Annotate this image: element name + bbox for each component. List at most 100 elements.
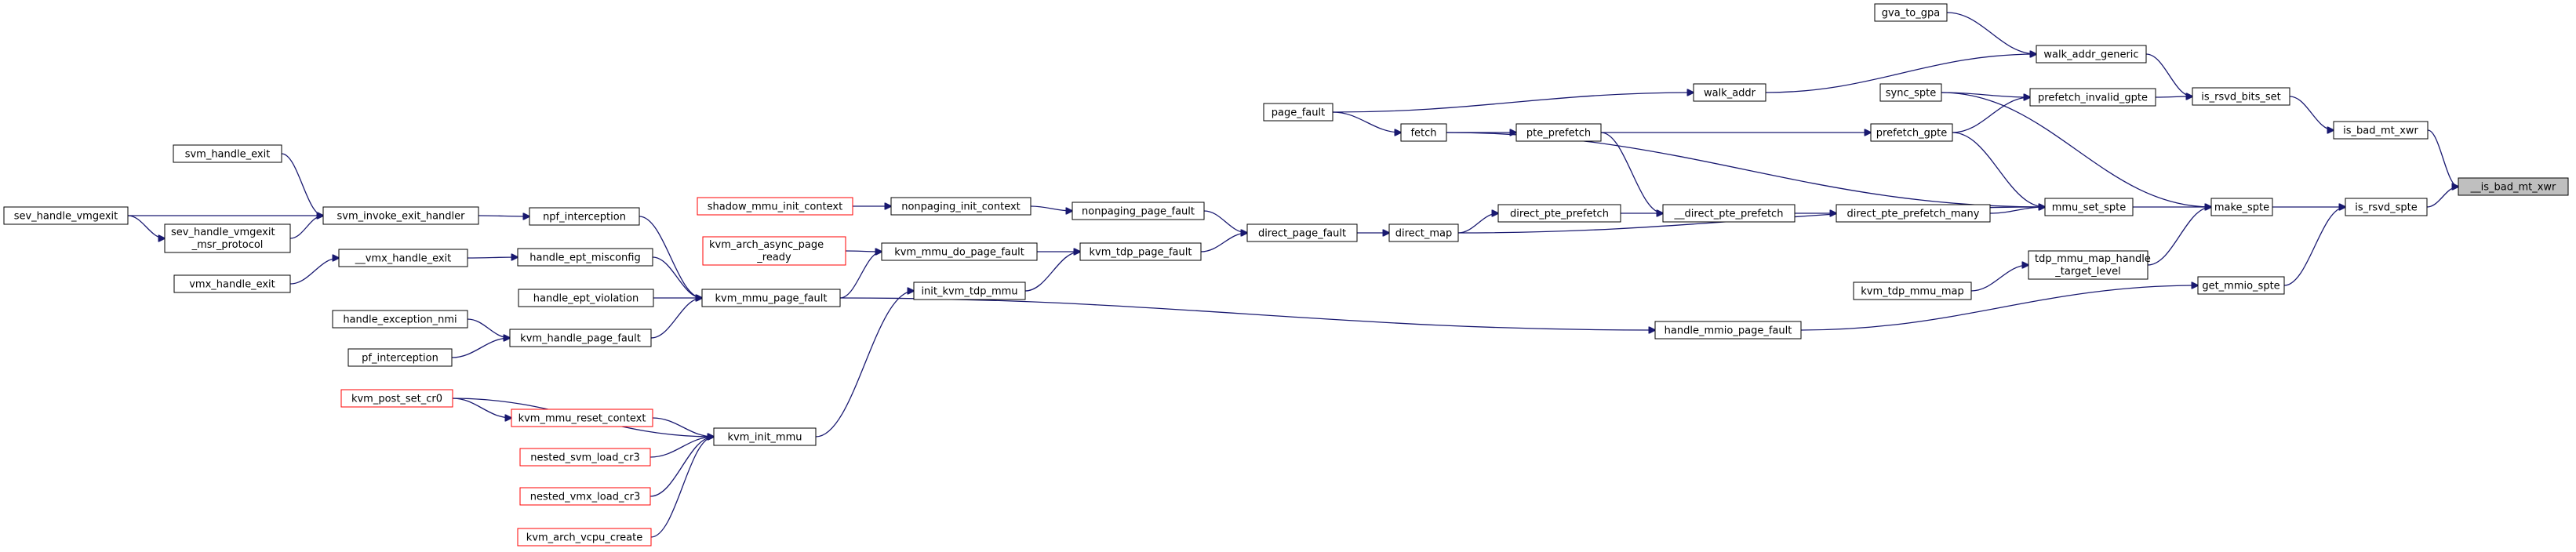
node-box — [713, 427, 817, 446]
node-kvm-post-set-cr0[interactable]: kvm_post_set_cr0 — [340, 389, 453, 408]
node-handle-ept-misconfig[interactable]: handle_ept_misconfig — [517, 248, 653, 267]
node-sev-handle-vmgexit-msr-protocol[interactable]: sev_handle_vmgexit_msr_protocol — [164, 223, 291, 253]
node-nonpaging-page-fault[interactable]: nonpaging_page_fault — [1072, 202, 1205, 220]
node-nested-vmx-load-cr3[interactable]: nested_vmx_load_cr3 — [519, 487, 651, 506]
edge-prefetch-gpte-to-mmu-set-spte — [1952, 132, 2045, 207]
node-kvm-tdp-mmu-map[interactable]: kvm_tdp_mmu_map — [1853, 281, 1972, 300]
node-label: __direct_pte_prefetch — [1674, 209, 1784, 220]
node-prefetch-invalid-gpte[interactable]: prefetch_invalid_gpte — [2029, 88, 2156, 107]
node-label: sync_spte — [1886, 88, 1936, 100]
node-handle-mmio-page-fault[interactable]: handle_mmio_page_fault — [1654, 321, 1802, 340]
edge-svm-handle-exit-to-svm-invoke-exit-handler — [281, 153, 323, 216]
node-label: kvm_arch_vcpu_create — [526, 532, 642, 544]
node-box — [2029, 88, 2156, 107]
node-prefetch-gpte[interactable]: prefetch_gpte — [1870, 123, 1953, 142]
node-kvm-mmu-do-page-fault[interactable]: kvm_mmu_do_page_fault — [881, 242, 1038, 261]
node-svm-handle-exit[interactable]: svm_handle_exit — [173, 144, 282, 163]
edge-npf-interception-to-kvm-mmu-page-fault — [639, 216, 702, 298]
node-is-rsvd-spte[interactable]: is_rsvd_spte — [2345, 198, 2428, 216]
node-npf-interception[interactable]: npf_interception — [529, 207, 640, 226]
node-direct-pte-prefetch-many[interactable]: direct_pte_prefetch_many — [1836, 204, 1991, 223]
node-kvm-init-mmu[interactable]: kvm_init_mmu — [713, 427, 817, 446]
edge-kvm-post-set-cr0-to-kvm-mmu-reset-context — [452, 398, 511, 418]
node-is-rsvd-bits-set[interactable]: is_rsvd_bits_set — [2192, 87, 2290, 106]
node-box — [890, 197, 1031, 216]
node-walk-addr-generic[interactable]: walk_addr_generic — [2036, 45, 2147, 64]
node-kvm-arch-async-page-ready[interactable]: kvm_arch_async_page_ready — [702, 236, 846, 266]
node-label: kvm_mmu_page_fault — [715, 293, 828, 305]
node-pte-prefetch[interactable]: pte_prefetch — [1515, 123, 1602, 142]
node-sync-spte[interactable]: sync_spte — [1879, 83, 1942, 102]
node-shadow-mmu-init-context[interactable]: shadow_mmu_init_context — [697, 197, 853, 216]
node-init-kvm-tdp-mmu[interactable]: init_kvm_tdp_mmu — [913, 281, 1026, 300]
node-kvm-tdp-page-fault[interactable]: kvm_tdp_page_fault — [1079, 242, 1202, 261]
node-vmx-handle-exit[interactable]: __vmx_handle_exit — [338, 249, 468, 267]
node-label-line2: _msr_protocol — [191, 239, 264, 251]
edge-nonpaging-init-context-to-nonpaging-page-fault — [1030, 205, 1072, 211]
edge-handle-exception-nmi-to-kvm-handle-page-fault — [467, 318, 510, 338]
node-svm-invoke-exit-handler[interactable]: svm_invoke_exit_handler — [322, 206, 479, 225]
node-box — [2345, 198, 2428, 216]
node-label: handle_ept_violation — [533, 293, 639, 305]
node-mmu-set-spte[interactable]: mmu_set_spte — [2044, 198, 2134, 216]
node-box — [173, 144, 282, 163]
node-box — [2333, 121, 2429, 140]
node-box — [1874, 3, 1948, 22]
node-make-spte[interactable]: make_spte — [2210, 198, 2273, 216]
node-box — [511, 409, 653, 427]
edge-get-mmio-spte-to-is-rsvd-spte — [2283, 207, 2345, 286]
node-box — [2036, 45, 2147, 64]
node-box — [519, 487, 651, 506]
node-label: npf_interception — [543, 212, 626, 223]
node-label: nonpaging_page_fault — [1082, 206, 1195, 218]
node-fetch[interactable]: fetch — [1400, 123, 1447, 142]
edge-sync-spte-to-make-spte — [1941, 92, 2211, 207]
node-is-bad-mt-xwr[interactable]: is_bad_mt_xwr — [2333, 121, 2429, 140]
edge-prefetch-gpte-to-prefetch-invalid-gpte — [1952, 97, 2030, 133]
node-box — [2044, 198, 2134, 216]
node-label: kvm_mmu_reset_context — [518, 413, 646, 425]
node-box — [332, 310, 468, 329]
edge-pf-interception-to-kvm-handle-page-fault — [451, 338, 510, 358]
node-box — [1388, 223, 1459, 242]
node-label: direct_pte_prefetch_many — [1847, 209, 1980, 220]
node-box — [1693, 83, 1766, 102]
edge-handle-ept-misconfig-to-kvm-mmu-page-fault — [652, 256, 702, 298]
node-label: kvm_handle_page_fault — [520, 333, 641, 345]
node-nested-svm-load-cr3[interactable]: nested_svm_load_cr3 — [519, 448, 651, 467]
node-direct-map[interactable]: direct_map — [1388, 223, 1459, 242]
node-gva-to-gpa[interactable]: gva_to_gpa — [1874, 3, 1948, 22]
node-box — [518, 289, 654, 307]
node-label: direct_page_fault — [1258, 228, 1346, 240]
node-bad-mt-xwr-root[interactable]: __is_bad_mt_xwr — [2458, 177, 2569, 196]
node-kvm-handle-page-fault[interactable]: kvm_handle_page_fault — [509, 329, 652, 347]
node-nonpaging-init-context[interactable]: nonpaging_init_context — [890, 197, 1031, 216]
node-handle-exception-nmi[interactable]: handle_exception_nmi — [332, 310, 468, 329]
node-vmx-handle-exit[interactable]: vmx_handle_exit — [173, 274, 291, 293]
node-walk-addr[interactable]: walk_addr — [1693, 83, 1766, 102]
node-kvm-arch-vcpu-create[interactable]: kvm_arch_vcpu_create — [517, 528, 652, 547]
node-box — [697, 197, 853, 216]
node-kvm-mmu-reset-context[interactable]: kvm_mmu_reset_context — [511, 409, 653, 427]
node-box — [1400, 123, 1447, 142]
node-handle-ept-violation[interactable]: handle_ept_violation — [518, 289, 654, 307]
node-direct-page-fault[interactable]: direct_page_fault — [1246, 223, 1358, 242]
edge-kvm-arch-async-page-ready-to-kvm-mmu-do-page-fault — [845, 251, 882, 252]
edge-tdp-mmu-map-handle-target-level-to-make-spte — [2147, 207, 2211, 266]
node-label: direct_pte_prefetch — [1510, 209, 1609, 220]
node-page-fault[interactable]: page_fault — [1263, 103, 1333, 122]
node-direct-pte-prefetch[interactable]: __direct_pte_prefetch — [1662, 204, 1796, 223]
node-box — [2192, 87, 2290, 106]
node-sev-handle-vmgexit[interactable]: sev_handle_vmgexit — [3, 206, 129, 225]
node-label: fetch — [1410, 128, 1436, 140]
node-label: tdp_mmu_map_handle — [2035, 253, 2151, 265]
node-label: kvm_tdp_mmu_map — [1861, 286, 1963, 298]
node-label: make_spte — [2214, 202, 2269, 214]
node-direct-pte-prefetch[interactable]: direct_pte_prefetch — [1497, 204, 1621, 223]
node-tdp-mmu-map-handle-target-level[interactable]: tdp_mmu_map_handle_target_level — [2028, 250, 2151, 280]
node-get-mmio-spte[interactable]: get_mmio_spte — [2197, 276, 2285, 295]
node-pf-interception[interactable]: pf_interception — [347, 348, 453, 367]
node-label: __vmx_handle_exit — [355, 253, 452, 265]
node-box — [338, 249, 468, 267]
node-kvm-mmu-page-fault[interactable]: kvm_mmu_page_fault — [701, 289, 841, 307]
